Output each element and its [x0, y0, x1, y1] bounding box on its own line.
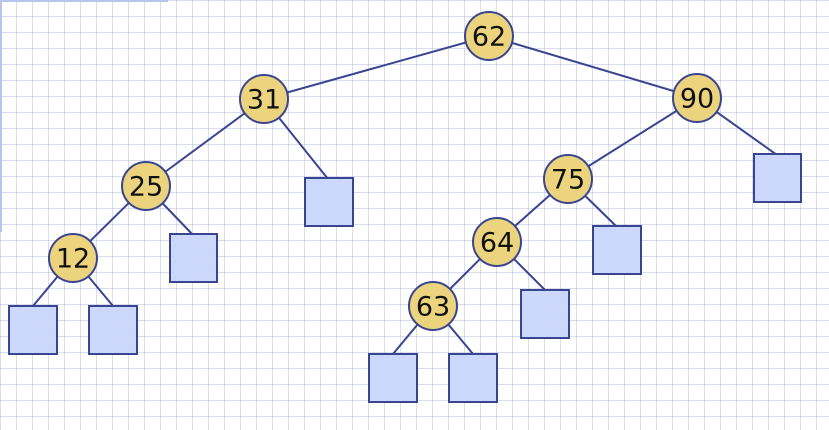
tree-node: 75 — [543, 154, 593, 204]
edge-90-75 — [567, 97, 698, 180]
tree-node: 90 — [672, 73, 722, 123]
tree-node: 12 — [48, 233, 98, 283]
node-circle — [672, 73, 722, 123]
leaf-12-right — [88, 305, 138, 355]
tree-node: 63 — [408, 281, 458, 331]
tree-node: 31 — [239, 74, 289, 124]
edge-62-90 — [488, 35, 698, 99]
frame-top-edge — [0, 0, 168, 2]
leaf-75-right — [592, 225, 642, 275]
node-circle — [408, 281, 458, 331]
node-label: 31 — [247, 85, 281, 116]
leaf-63-right — [448, 353, 498, 403]
frame-left-edge — [0, 0, 2, 232]
internal-nodes: 62 31 90 25 75 12 64 63 — [48, 11, 722, 331]
node-circle — [48, 233, 98, 283]
node-label: 25 — [129, 172, 163, 203]
node-label: 12 — [56, 244, 90, 275]
node-label: 64 — [480, 228, 514, 259]
leaf-64-right — [520, 289, 570, 339]
node-circle — [464, 11, 514, 61]
tree-node: 62 — [464, 11, 514, 61]
tree-node: 25 — [121, 161, 171, 211]
leaves — [8, 153, 802, 403]
leaf-25-right — [169, 233, 218, 283]
leaf-90-right — [753, 153, 802, 203]
edge-62-31 — [263, 35, 490, 100]
node-circle — [121, 161, 171, 211]
node-label: 62 — [472, 22, 506, 53]
tree-node: 64 — [472, 217, 522, 267]
leaf-12-left — [8, 305, 58, 355]
node-label: 75 — [551, 165, 585, 196]
leaf-63-left — [368, 353, 418, 403]
node-circle — [543, 154, 593, 204]
node-label: 90 — [680, 84, 714, 115]
node-circle — [472, 217, 522, 267]
leaf-31-right — [304, 177, 354, 227]
node-circle — [239, 74, 289, 124]
node-label: 63 — [416, 292, 450, 323]
